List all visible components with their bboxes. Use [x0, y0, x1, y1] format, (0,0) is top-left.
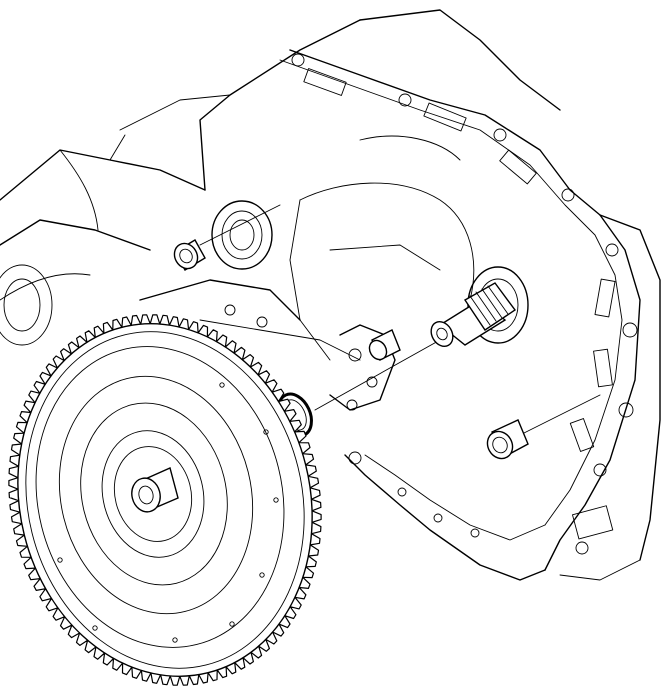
dowel-pin-lower-right	[486, 419, 529, 460]
splined-shaft-icon	[430, 282, 517, 348]
dowel-pin-upper-left	[173, 239, 206, 271]
valve-pin	[368, 329, 401, 361]
transmission-case	[0, 9, 661, 581]
flywheel-icon	[8, 314, 322, 686]
